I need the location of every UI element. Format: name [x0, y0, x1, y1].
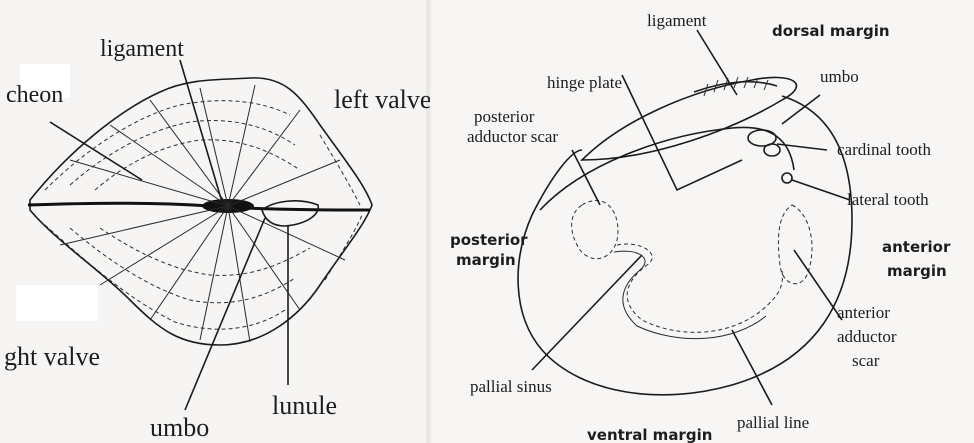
right-label-posterior-adductor-scar-line2: adductor scar: [467, 127, 558, 146]
right-label-cardinal-tooth: cardinal tooth: [837, 140, 931, 159]
right-label-hinge-plate: hinge plate: [547, 73, 622, 92]
left-label-right-valve: ght valve: [4, 342, 100, 371]
left-label-lunule: lunule: [272, 391, 337, 420]
left-label-ligament: ligament: [100, 36, 184, 62]
right-label-posterior-margin-line2: margin: [456, 251, 516, 269]
right-label-pallial-line: pallial line: [737, 413, 809, 432]
right-label-dorsal-margin: dorsal margin: [772, 22, 890, 40]
right-label-posterior-margin-line1: posterior: [450, 231, 528, 249]
right-label-ventral-margin: ventral margin: [587, 426, 712, 443]
right-valve-diagram: ligament dorsal margin umbo hinge plate …: [432, 0, 974, 443]
right-label-umbo: umbo: [820, 67, 859, 86]
left-label-umbo: umbo: [150, 413, 209, 442]
right-label-anterior-adductor-scar-line1: anterior: [837, 303, 890, 322]
left-label-escutcheon: cheon: [6, 82, 63, 108]
right-label-posterior-adductor-scar-line1: posterior: [474, 107, 535, 126]
right-label-lateral-tooth: lateral tooth: [847, 190, 929, 209]
right-label-anterior-margin-line2: margin: [887, 262, 947, 280]
right-label-ligament: ligament: [647, 11, 707, 30]
right-label-anterior-adductor-scar-line3: scar: [852, 351, 880, 370]
left-shell-diagram: ligament cheon left valve ght valve umbo…: [0, 0, 430, 443]
right-label-pallial-sinus: pallial sinus: [470, 377, 552, 396]
left-label-left-valve: left valve: [334, 85, 430, 114]
panel-divider: [426, 0, 430, 443]
right-label-anterior-margin-line1: anterior: [882, 238, 951, 256]
right-valve-svg: ligament dorsal margin umbo hinge plate …: [432, 0, 974, 443]
redaction-box-bottom: [16, 285, 98, 321]
right-label-anterior-adductor-scar-line2: adductor: [837, 327, 897, 346]
left-shell-svg: ligament cheon left valve ght valve umbo…: [0, 0, 430, 443]
